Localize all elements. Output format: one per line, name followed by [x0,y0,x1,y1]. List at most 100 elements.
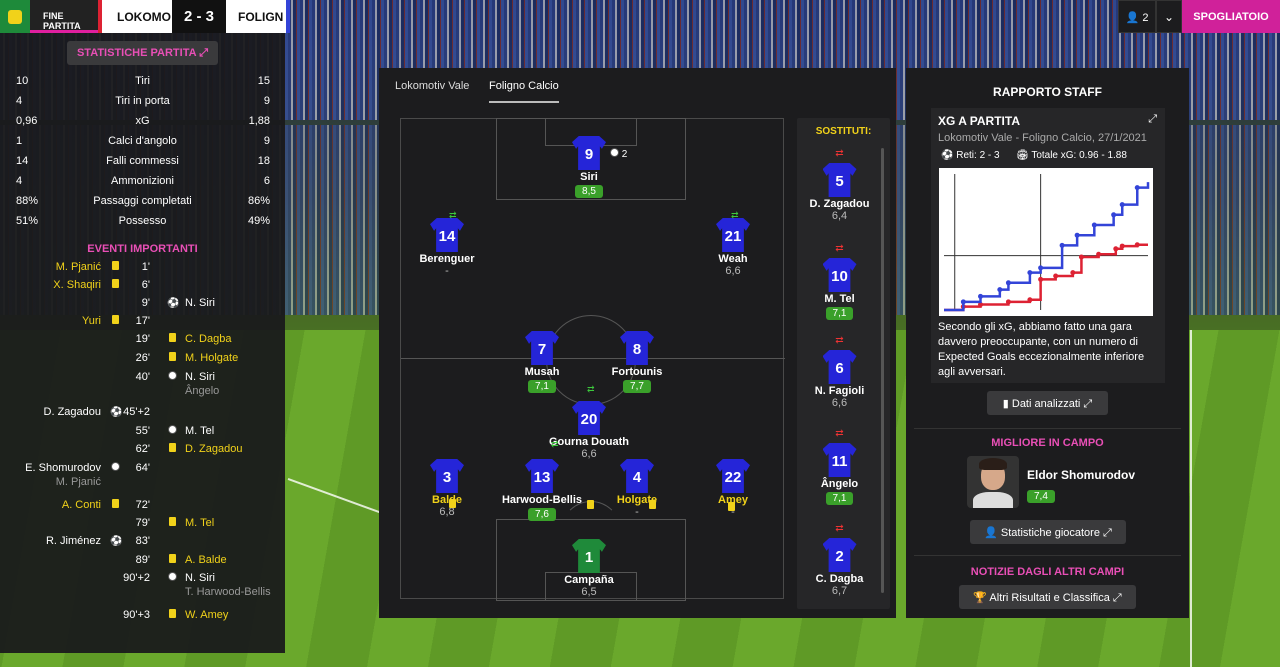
stat-home-value: 88% [16,195,39,207]
event-home-player[interactable]: D. Zagadou [43,406,101,418]
shirt-icon: 6 [823,348,857,384]
xg-point [1096,251,1102,257]
shirt-icon: 4 [620,457,654,493]
event-away-player[interactable]: M. Tel [185,517,215,529]
event-row: 19' C. Dagba [0,333,285,351]
player-campa-a[interactable]: 1 Campaña 6,5 [544,537,634,599]
away-team-short: FOLIGN [226,0,290,33]
shirt-number: 20 [580,410,598,428]
event-time: 55' [135,425,150,437]
player-siri[interactable]: 9 Siri 8,5 2 [544,134,634,198]
event-home-player[interactable]: Yuri [82,315,101,327]
player-amey[interactable]: 22 Amey - [688,457,778,519]
player-harwood-bellis[interactable]: 13 Harwood-Bellis 7,6 [497,457,587,521]
event-time: 79' [135,517,150,529]
stat-label: Falli commessi [106,155,179,167]
event-home-player[interactable]: X. Shaqiri [53,279,101,291]
player-weah[interactable]: 21 Weah 6,6 [688,216,778,278]
other-results-button[interactable]: 🏆 Altri Risultati e Classifica ⤢ [959,585,1136,609]
yellow-card-icon [728,502,735,511]
xg-point [1078,254,1084,260]
xg-total-label: Totale xG: 0.96 - 1.88 [1031,150,1127,161]
trophy-icon: 🏆 [973,592,987,604]
player-name: D. Zagadou [809,198,870,210]
tab-foligno-calcio[interactable]: Foligno Calcio [489,80,559,103]
sub-player[interactable]: ⇄ 2 C. Dagba 6,7 [797,523,882,597]
xg-point [1038,265,1044,271]
final-score: 2 - 3 [172,0,226,33]
event-away-player[interactable]: N. Siri [185,572,215,584]
player-name: Musah [524,366,560,378]
event-away-player[interactable]: C. Dagba [185,333,232,345]
event-away-player[interactable]: N. Siri [185,297,215,309]
player-gourna-douath[interactable]: 20 Gourna Douath 6,6 [544,399,634,461]
tab-lokomotiv-vale[interactable]: Lokomotiv Vale [395,80,470,92]
event-time: 90'+2 [123,572,150,584]
expand-icon[interactable]: ⤢ [1148,113,1157,125]
xg-comment: Secondo gli xG, abbiamo fatto una gara d… [938,321,1145,378]
event-away-player[interactable]: M. Tel [185,425,215,437]
player-musah[interactable]: 7 Musah 7,1 [497,329,587,393]
analyzed-data-button[interactable]: ▮ Dati analizzati ⤢ [987,391,1108,415]
yellow-card-icon [167,609,177,621]
event-row: 89'A. Balde [0,554,285,572]
event-home-player[interactable]: E. Shomurodov [25,462,101,474]
player-name: C. Dagba [815,573,864,585]
player-stats-button[interactable]: 👤 Statistiche giocatore ⤢ [970,520,1126,544]
sub-player[interactable]: ⇄ 6 N. Fagioli 6,6 [797,335,882,409]
player-name: Fortounis [611,366,663,378]
xg-point [1134,242,1140,248]
news-title: NOTIZIE DAGLI ALTRI CAMPI [970,566,1125,578]
missed-penalty-icon: ⚽ [110,536,123,547]
event-away-player[interactable]: A. Balde [185,554,227,566]
stat-away-value: 18 [257,155,270,167]
stat-home-value: 10 [16,75,29,87]
event-row: 26'M. Holgate [0,352,285,370]
shirt-number: 8 [632,340,642,358]
shirt-number: 13 [533,468,551,486]
event-home-player[interactable]: A. Conti [61,499,101,511]
motm-rating: 7,4 [1027,488,1055,503]
player-name: Holgate [616,494,658,506]
dropdown-button[interactable]: ⌄ [1156,0,1182,33]
event-away-player[interactable]: N. Siri [185,371,215,383]
competition-logo-icon [0,0,30,33]
sub-player[interactable]: ⇄ 10 M. Tel 7,1 [797,243,882,320]
player-balde[interactable]: 3 Balde 6,8 [402,457,492,519]
event-home-player[interactable]: M. Pjanić [55,261,101,273]
event-time: 19' [135,333,150,345]
stat-home-value: 1 [16,135,23,147]
sub-player[interactable]: ⇄ 5 D. Zagadou 6,4 [797,148,882,222]
substitutes-panel: SOSTITUTI: ⇄ 5 D. Zagadou 6,4⇄ 10 M. Tel… [797,118,890,609]
player-berenguer[interactable]: 14 Berenguer - [402,216,492,278]
event-away-player[interactable]: D. Zagadou [185,443,243,455]
dressing-room-button[interactable]: SPOGLIATOIO [1182,0,1280,33]
xg-point [1053,273,1059,279]
event-away-player[interactable]: M. Holgate [185,352,239,364]
subs-scrollbar[interactable] [881,148,884,593]
shirt-icon: 1 [572,537,606,573]
stat-label: Ammonizioni [111,175,174,187]
avatar [967,456,1019,508]
player-rating: 6,6 [581,448,597,460]
event-away-player[interactable]: W. Amey [185,609,229,621]
player-rating: 7,7 [623,380,651,393]
users-button[interactable]: 👤 2 [1118,0,1156,33]
shirt-number: 2 [835,547,844,565]
missed-penalty-icon: ⚽ [167,298,180,309]
yellow-card-icon [167,443,177,455]
player-fortounis[interactable]: 8 Fortounis 7,7 [592,329,682,393]
event-row: R. Jiménez⚽83' [0,535,285,553]
stat-row: 51% Possesso 49% [0,213,285,233]
sub-player[interactable]: ⇄ 11 Ângelo 7,1 [797,428,882,505]
event-time: 62' [135,443,150,455]
event-home-player[interactable]: R. Jiménez [45,535,101,547]
match-stats-button[interactable]: STATISTICHE PARTITA ⤢ [67,41,218,65]
player-holgate[interactable]: 4 Holgate - [592,457,682,519]
shirt-icon: 7 [525,329,559,365]
yellow-card-icon [649,500,656,509]
xg-match: Lokomotiv Vale - Foligno Calcio, 27/1/20… [938,132,1147,144]
yellow-card-icon [110,261,120,273]
